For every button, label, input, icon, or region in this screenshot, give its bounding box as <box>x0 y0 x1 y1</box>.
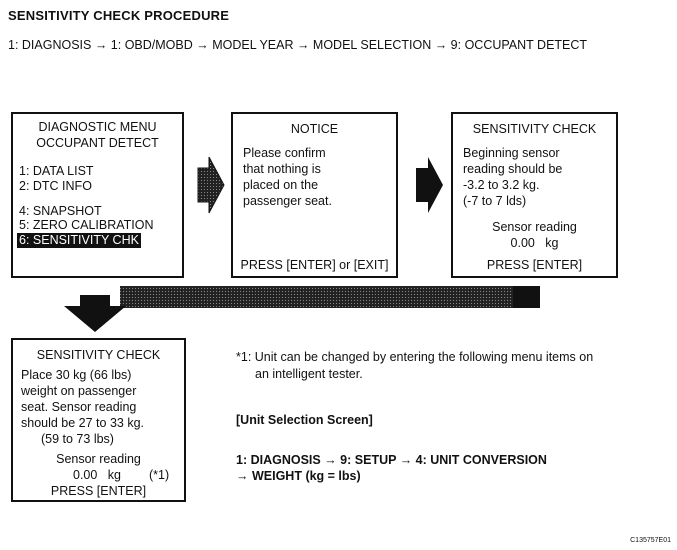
arrow-right-icon <box>416 157 443 213</box>
instruction-text: should be 27 to 33 kg. <box>21 416 145 430</box>
page-title: SENSITIVITY CHECK PROCEDURE <box>8 8 230 23</box>
notice-text: passenger seat. <box>243 194 332 208</box>
footnote-marker: (*1) <box>149 468 170 482</box>
instruction-text: (-7 to 7 lds) <box>463 194 527 208</box>
notice-screen: NOTICE Please confirm that nothing is pl… <box>231 112 398 278</box>
menu-item-dtc-info[interactable]: 2: DTC INFO <box>19 179 92 193</box>
notice-text: that nothing is <box>243 162 321 176</box>
menu-item-snapshot[interactable]: 4: SNAPSHOT <box>19 204 102 218</box>
screen-title: SENSITIVITY CHECK <box>472 122 597 136</box>
arrow-right-icon <box>197 156 225 214</box>
diagnostic-menu-screen: DIAGNOSTIC MENU OCCUPANT DETECT 1: DATA … <box>11 112 184 278</box>
instruction-text: -3.2 to 3.2 kg. <box>463 178 540 192</box>
unit-selection-path: → WEIGHT (kg = lbs) <box>236 469 361 483</box>
menu-item-sensitivity-chk[interactable]: 6: SENSITIVITY CHK <box>17 233 141 248</box>
unit-selection-path: 1: DIAGNOSIS → 9: SETUP → 4: UNIT CONVER… <box>236 453 547 467</box>
notice-text: Please confirm <box>243 146 326 160</box>
notice-text: placed on the <box>243 178 319 192</box>
screen-title: SENSITIVITY CHECK <box>36 348 161 362</box>
navigation-path: 1: DIAGNOSIS → 1: OBD/MOBD → MODEL YEAR … <box>8 38 588 52</box>
instruction-text: seat. Sensor reading <box>21 400 137 414</box>
return-arrow-corner <box>513 286 540 308</box>
arrow-down-icon <box>64 295 126 332</box>
instruction-text: weight on passenger <box>21 384 137 398</box>
screen-title: DIAGNOSTIC MENU <box>38 120 157 134</box>
sensitivity-check-screen: SENSITIVITY CHECK Beginning sensor readi… <box>451 112 618 278</box>
sensor-reading-value: 0.00 kg <box>510 236 559 250</box>
figure-code: C135757E01 <box>630 537 671 544</box>
screen-footer: PRESS [ENTER] or [EXIT] <box>240 258 389 272</box>
unit-selection-heading: [Unit Selection Screen] <box>236 413 373 427</box>
instruction-text: (59 to 73 lbs) <box>41 432 114 446</box>
screen-footer: PRESS [ENTER] <box>486 258 583 272</box>
sensor-reading-label: Sensor reading <box>56 452 141 466</box>
footnote-line: an intelligent tester. <box>255 367 363 381</box>
instruction-text: reading should be <box>463 162 563 176</box>
sensitivity-check-weight-screen: SENSITIVITY CHECK Place 30 kg (66 lbs) w… <box>11 338 186 502</box>
return-arrow-bar <box>120 286 540 308</box>
screen-title: NOTICE <box>290 122 339 136</box>
sensor-reading-value: 0.00 kg <box>73 468 121 482</box>
menu-item-data-list[interactable]: 1: DATA LIST <box>19 164 94 178</box>
instruction-text: Beginning sensor <box>463 146 560 160</box>
sensor-reading-label: Sensor reading <box>492 220 577 234</box>
instruction-text: Place 30 kg (66 lbs) <box>21 368 132 382</box>
screen-subtitle: OCCUPANT DETECT <box>36 136 159 150</box>
footnote-line: *1: Unit can be changed by entering the … <box>236 350 594 364</box>
menu-item-zero-calibration[interactable]: 5: ZERO CALIBRATION <box>19 218 154 232</box>
screen-footer: PRESS [ENTER] <box>50 484 147 498</box>
